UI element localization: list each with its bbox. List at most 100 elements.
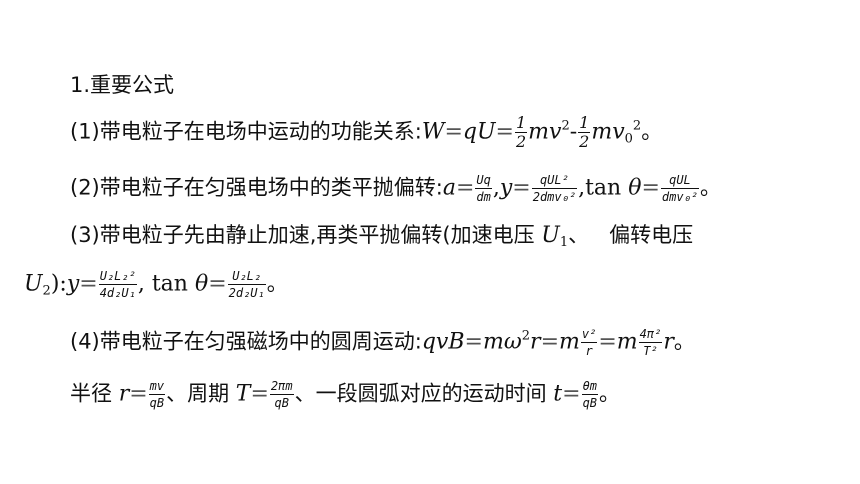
numerator: 4π²	[638, 327, 663, 343]
time-label: 、一段圆弧对应的运动时间	[294, 381, 554, 406]
equals-sign: =	[464, 329, 483, 355]
formula-2-label: (2)带电粒子在匀强电场中的类平抛偏转:	[70, 175, 443, 200]
denominator: 2d₂U₁	[228, 286, 265, 300]
denominator: qB	[582, 396, 598, 410]
f5-T: T	[235, 381, 251, 407]
f1-term1: mv	[528, 119, 562, 145]
f4-r: r	[530, 329, 541, 355]
f1-lhs: W	[421, 119, 445, 145]
numerator: 1	[578, 113, 591, 133]
equals-sign: =	[129, 381, 148, 407]
period: 。	[599, 381, 621, 406]
tan-label: , tan	[137, 271, 195, 297]
f4-r: r	[663, 329, 674, 355]
period: 。	[700, 175, 722, 200]
numerator: qUL	[660, 172, 700, 189]
denominator: dm	[476, 190, 491, 204]
f4-lhs: qvB	[421, 329, 465, 355]
denominator: T²	[643, 344, 658, 358]
subscript: 1	[559, 235, 569, 250]
theta: θ	[194, 271, 209, 297]
numerator: 2πm	[269, 379, 294, 395]
numerator: θm	[581, 379, 599, 395]
f2-y: y	[499, 175, 513, 201]
heading: 1.重要公式	[70, 73, 175, 97]
numerator: Uq	[475, 173, 492, 189]
period: 。	[673, 329, 695, 354]
superscript: 2	[521, 328, 531, 344]
f2-a: a	[442, 175, 456, 201]
denominator: r	[585, 344, 593, 358]
tan-label: ,tan	[578, 175, 629, 201]
equals-sign: =	[208, 271, 227, 297]
equals-sign: =	[444, 119, 463, 145]
formula-3: (3)带电粒子先由静止加速,再类平抛偏转(加速电压 U1、偏转电压	[70, 222, 693, 249]
formula-4-label: (4)带电粒子在匀强磁场中的圆周运动:	[70, 329, 422, 354]
theta: θ	[628, 175, 642, 201]
close-paren: ):	[50, 271, 67, 297]
f3-U2: U	[24, 271, 43, 297]
denominator: 2dmv₀²	[532, 190, 577, 204]
denominator: qB	[274, 396, 289, 410]
period: 。	[266, 271, 288, 296]
numerator: U₂L₂²	[98, 269, 137, 285]
f1-term2: mv	[591, 119, 625, 145]
minus-sign: -	[569, 119, 578, 145]
separator: 、	[568, 223, 590, 247]
formula-3-label-2: 偏转电压	[609, 223, 694, 247]
f5-t: t	[553, 381, 563, 407]
superscript: 2	[632, 118, 642, 134]
f4-m: m	[616, 329, 638, 355]
f4-mid: mω	[482, 329, 522, 355]
equals-sign: =	[495, 119, 514, 145]
numerator: U₂L₂	[227, 268, 266, 285]
formula-1-label: (1)带电粒子在电场中运动的功能关系:	[70, 119, 422, 144]
equals-sign: =	[455, 175, 475, 201]
equals-sign: =	[540, 329, 560, 355]
period: 。	[641, 119, 663, 144]
f3-y: y	[66, 271, 80, 297]
denominator: 4d₂U₁	[99, 286, 136, 300]
f4-m: m	[559, 329, 580, 355]
numerator: qUL²	[531, 172, 578, 189]
equals-sign: =	[79, 271, 98, 297]
numerator: mv	[148, 379, 166, 395]
denominator: 2	[579, 132, 590, 151]
equals-sign: =	[641, 175, 660, 201]
numerator: 1	[514, 113, 528, 133]
denominator: dmv₀²	[661, 190, 699, 204]
radius-label: 半径	[70, 381, 119, 406]
f5-r: r	[118, 381, 130, 407]
denominator: qB	[149, 396, 165, 410]
equals-sign: =	[598, 329, 617, 355]
equals-sign: =	[250, 381, 269, 407]
subscript: 0	[624, 131, 633, 147]
superscript: 2	[561, 118, 570, 134]
subscript: 2	[42, 283, 51, 299]
period-label: 、周期	[166, 381, 236, 406]
equals-sign: =	[512, 175, 531, 201]
f3-U1: U	[541, 223, 560, 248]
equals-sign: =	[562, 381, 581, 407]
formula-3-label: (3)带电粒子先由静止加速,再类平抛偏转(加速电压	[70, 223, 542, 247]
f1-mid: qU	[462, 119, 496, 145]
denominator: 2	[515, 132, 527, 151]
numerator: v²	[580, 327, 598, 343]
